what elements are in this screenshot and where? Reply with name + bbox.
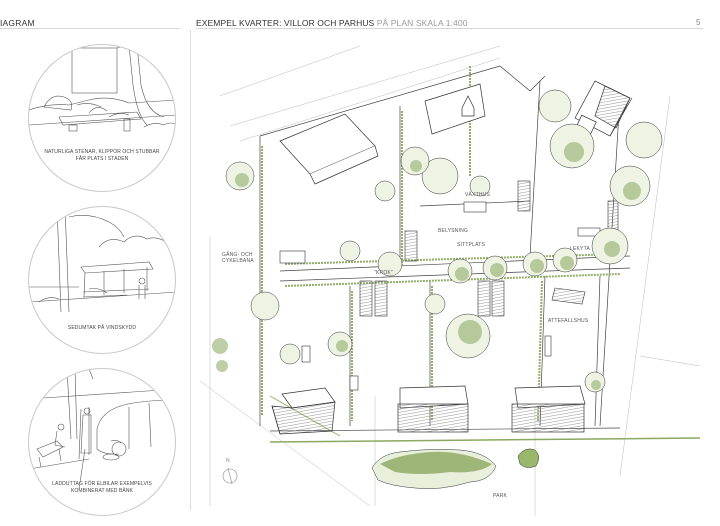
shelter-sketch-illustration (29, 207, 175, 313)
label-gang: GÅNG- OCH CYKELBANA (222, 252, 254, 264)
vignette-shelter: SEDUMTAK PÅ VINDSKYDD (28, 206, 176, 354)
label-vaxthus: VÄXTHUS (465, 192, 491, 198)
label-belysning: BELYSNING (438, 228, 469, 234)
label-north: N (226, 458, 230, 464)
column-divider (190, 30, 191, 510)
label-attefallshus: ATTEFALLSHUS (548, 318, 589, 324)
vignette-caption: SEDUMTAK PÅ VINDSKYDD (67, 325, 137, 331)
north-arrow-icon (222, 467, 238, 485)
page-title-scale: PÅ PLAN SKALA 1:400 (374, 18, 468, 28)
page-title-main: EXEMPEL KVARTER: VILLOR OCH PARHUS (196, 18, 375, 28)
label-krok: "KROK" (374, 270, 393, 276)
vignette-caption: NATURLIGA STENAR, KLIPPOR OCH STUBBAR FÅ… (44, 149, 160, 162)
vignette-caption: LADDUTTAG FÖR ELBILAR EXEMPELVIS KOMBINE… (52, 481, 152, 494)
label-gang-line1: GÅNG- OCH (222, 252, 253, 258)
section-title: IAGRAM (0, 18, 35, 28)
charging-sketch-illustration (29, 369, 175, 490)
vignette-charging: LADDUTTAG FÖR ELBILAR EXEMPELVIS KOMBINE… (28, 368, 176, 516)
label-sittplats: SITTPLATS (457, 242, 486, 248)
label-park: PARK (493, 493, 508, 499)
site-plan-drawing (200, 45, 701, 516)
header-rule-right (196, 28, 703, 29)
site-plan: VÄXTHUS BELYSNING SITTPLATS LEKYTA GÅNG-… (200, 36, 710, 516)
label-lekyta: LEKYTA (570, 246, 591, 252)
label-gang-line2: CYKELBANA (222, 258, 254, 264)
page-number: 5 (696, 18, 701, 27)
page-title: EXEMPEL KVARTER: VILLOR OCH PARHUS PÅ PL… (196, 18, 468, 28)
header-rule-left (0, 28, 180, 29)
vignette-stones: NATURLIGA STENAR, KLIPPOR OCH STUBBAR FÅ… (28, 44, 176, 192)
stones-sketch-illustration (29, 45, 175, 132)
